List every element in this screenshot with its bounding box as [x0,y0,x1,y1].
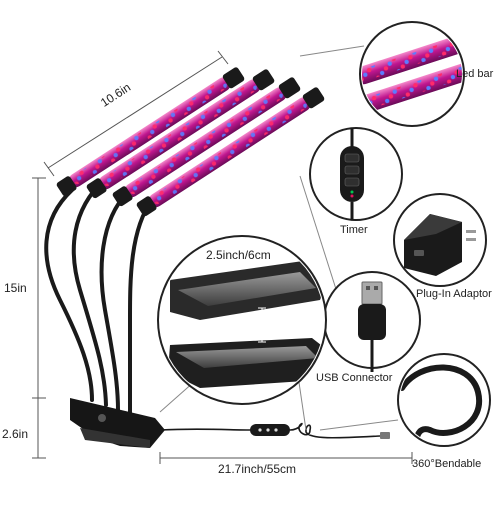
usb-callout [323,271,421,372]
timer-label: Timer [340,224,368,236]
bendable-callout [397,353,491,447]
clip-closeup-callout [157,235,327,405]
power-adaptor-icon [404,214,476,276]
cable-dimension [159,452,413,464]
clip-opening-label: 2.5inch/6cm [206,248,271,262]
cable-length-label: 21.7inch/55cm [218,462,297,476]
gooseneck-icon [44,178,154,416]
clip-icon [70,398,165,448]
inline-controller-small [250,424,290,436]
adaptor-label: Plug-In Adaptor [416,288,492,300]
usb-plug-icon [358,281,386,372]
led-bar-label: Led bar [456,68,494,80]
timer-controller-icon [340,128,364,220]
timer-callout [309,127,403,221]
gooseneck-height-label: 15in [4,281,27,295]
led-bar-callout [359,21,465,127]
clip-height-label: 2.6in [2,427,29,441]
usb-label: USB Connector [316,372,393,384]
led-bar-icon [56,67,325,217]
bendable-label: 360°Bendable [412,458,482,470]
height-dimension [32,177,46,459]
bar-length-dimension [43,50,229,177]
usb-plug-small [380,432,390,439]
adaptor-callout [393,193,487,287]
cable [159,422,381,439]
